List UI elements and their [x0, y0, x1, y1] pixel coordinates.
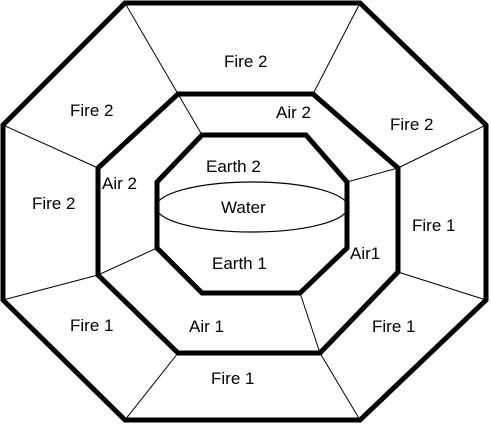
outer-label-top-right: Fire 2 [390, 115, 433, 134]
middle-label-top: Air 2 [276, 103, 311, 122]
outer-divider-7 [2, 274, 99, 301]
outer-label-top: Fire 2 [224, 52, 267, 71]
outer-divider-3 [397, 124, 487, 169]
middle-label-left: Air 2 [102, 174, 137, 193]
outer-label-top-left: Fire 2 [70, 101, 113, 120]
outer-divider-5 [319, 352, 361, 421]
outer-label-bottom: Fire 1 [211, 369, 254, 388]
outer-divider-8 [2, 124, 99, 169]
outer-label-left: Fire 2 [32, 194, 75, 213]
middle-divider-2 [346, 167, 399, 183]
outer-divider-1 [124, 2, 179, 95]
outer-divider-6 [124, 352, 179, 421]
middle-ring-dividers [97, 93, 399, 354]
middle-label-bottom: Air 1 [189, 317, 224, 336]
outer-ring-dividers [2, 2, 487, 421]
outer-label-right: Fire 1 [412, 216, 455, 235]
outer-label-bottom-right: Fire 1 [372, 317, 415, 336]
middle-label-right: Air1 [350, 244, 380, 263]
middle-divider-1 [177, 93, 203, 136]
inner-label-lower: Earth 1 [212, 254, 267, 273]
middle-divider-4 [97, 247, 158, 276]
outer-divider-4 [397, 271, 487, 301]
outer-divider-2 [312, 2, 361, 95]
water-ellipse [155, 181, 349, 233]
inner-label-upper: Earth 2 [206, 157, 261, 176]
middle-divider-3 [299, 292, 321, 354]
water-label: Water [221, 198, 266, 217]
outer-label-bottom-left: Fire 1 [70, 316, 113, 335]
